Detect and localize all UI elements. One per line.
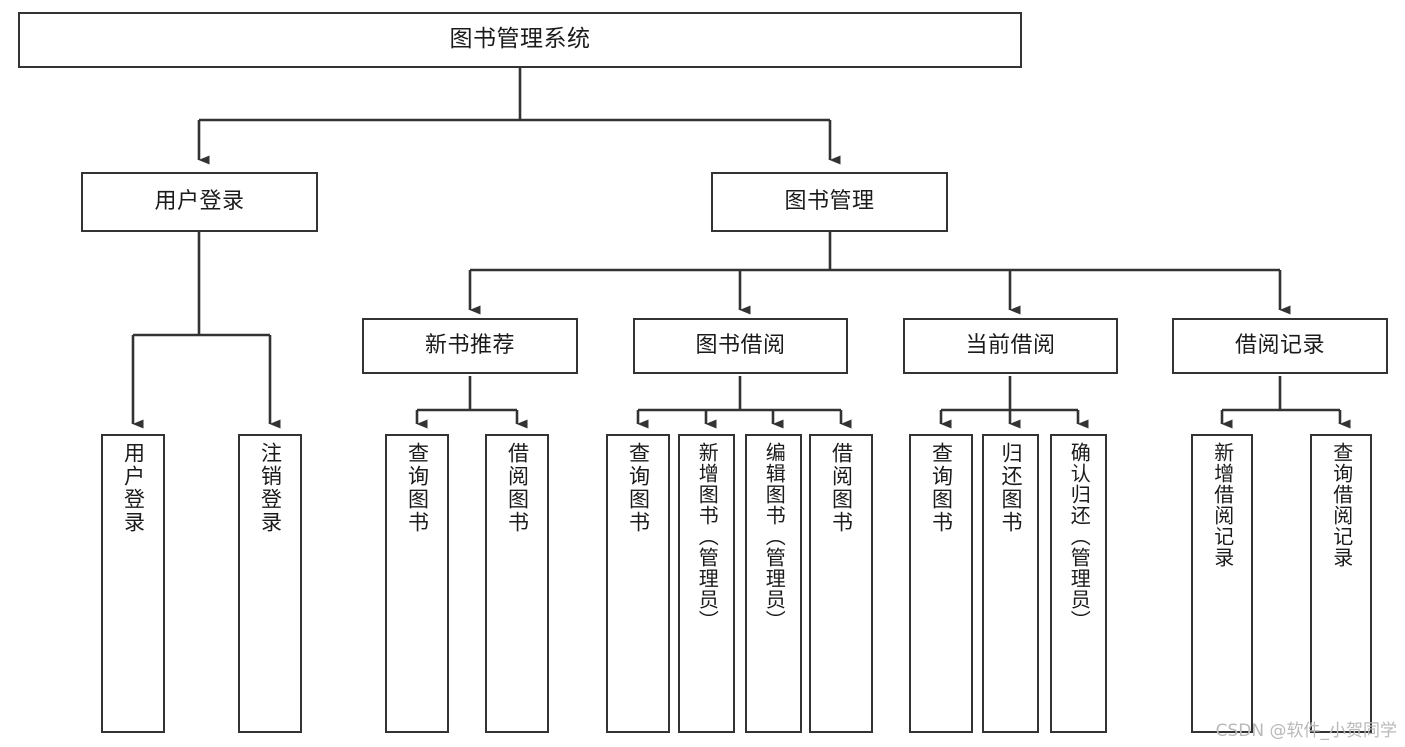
- node-borrow-record[interactable]: 借阅记录: [1172, 318, 1388, 374]
- node-label: 用户登录: [154, 188, 245, 214]
- node-label: 新增借阅记录: [1210, 442, 1235, 568]
- node-label: 当前借阅: [965, 332, 1056, 358]
- leaf-borrow-book-borrow[interactable]: 借阅图书: [809, 434, 873, 733]
- node-root-book-management-system[interactable]: 图书管理系统: [18, 12, 1022, 68]
- leaf-add-borrow-record[interactable]: 新增借阅记录: [1191, 434, 1253, 733]
- node-current-borrow[interactable]: 当前借阅: [903, 318, 1118, 374]
- node-label: 借阅记录: [1234, 332, 1325, 358]
- node-label: 编辑图书（管理员）: [762, 442, 787, 631]
- leaf-borrow-book-new-book[interactable]: 借阅图书: [485, 434, 549, 733]
- node-label: 图书借阅: [695, 332, 786, 358]
- node-label: 用户登录: [121, 442, 146, 534]
- node-label: 查询图书: [626, 442, 651, 534]
- node-new-book-recommend[interactable]: 新书推荐: [362, 318, 578, 374]
- leaf-user-login[interactable]: 用户登录: [101, 434, 165, 733]
- leaf-confirm-return-admin[interactable]: 确认归还（管理员）: [1050, 434, 1107, 733]
- node-label: 借阅图书: [505, 442, 530, 534]
- node-label: 图书管理: [784, 188, 875, 214]
- node-label: 新增图书（管理员）: [695, 442, 720, 631]
- node-label: 确认归还（管理员）: [1067, 442, 1092, 631]
- node-label: 归还图书: [998, 442, 1023, 534]
- leaf-query-book-borrow[interactable]: 查询图书: [606, 434, 670, 733]
- leaf-query-book-current[interactable]: 查询图书: [909, 434, 973, 733]
- node-label: 借阅图书: [829, 442, 854, 534]
- leaf-query-book-new-book[interactable]: 查询图书: [385, 434, 449, 733]
- node-label: 新书推荐: [424, 332, 515, 358]
- node-label: 查询图书: [405, 442, 430, 534]
- watermark: CSDN @软件_小贺同学: [1215, 721, 1397, 741]
- node-label: 图书管理系统: [449, 26, 591, 53]
- leaf-add-book-admin[interactable]: 新增图书（管理员）: [678, 434, 735, 733]
- leaf-edit-book-admin[interactable]: 编辑图书（管理员）: [745, 434, 802, 733]
- leaf-query-borrow-record[interactable]: 查询借阅记录: [1310, 434, 1372, 733]
- node-user-login[interactable]: 用户登录: [81, 172, 318, 232]
- leaf-logout[interactable]: 注销登录: [238, 434, 302, 733]
- node-book-manage[interactable]: 图书管理: [711, 172, 948, 232]
- leaf-return-book[interactable]: 归还图书: [982, 434, 1039, 733]
- node-book-borrow[interactable]: 图书借阅: [633, 318, 848, 374]
- node-label: 查询借阅记录: [1329, 442, 1354, 568]
- node-label: 查询图书: [929, 442, 954, 534]
- node-label: 注销登录: [258, 442, 283, 534]
